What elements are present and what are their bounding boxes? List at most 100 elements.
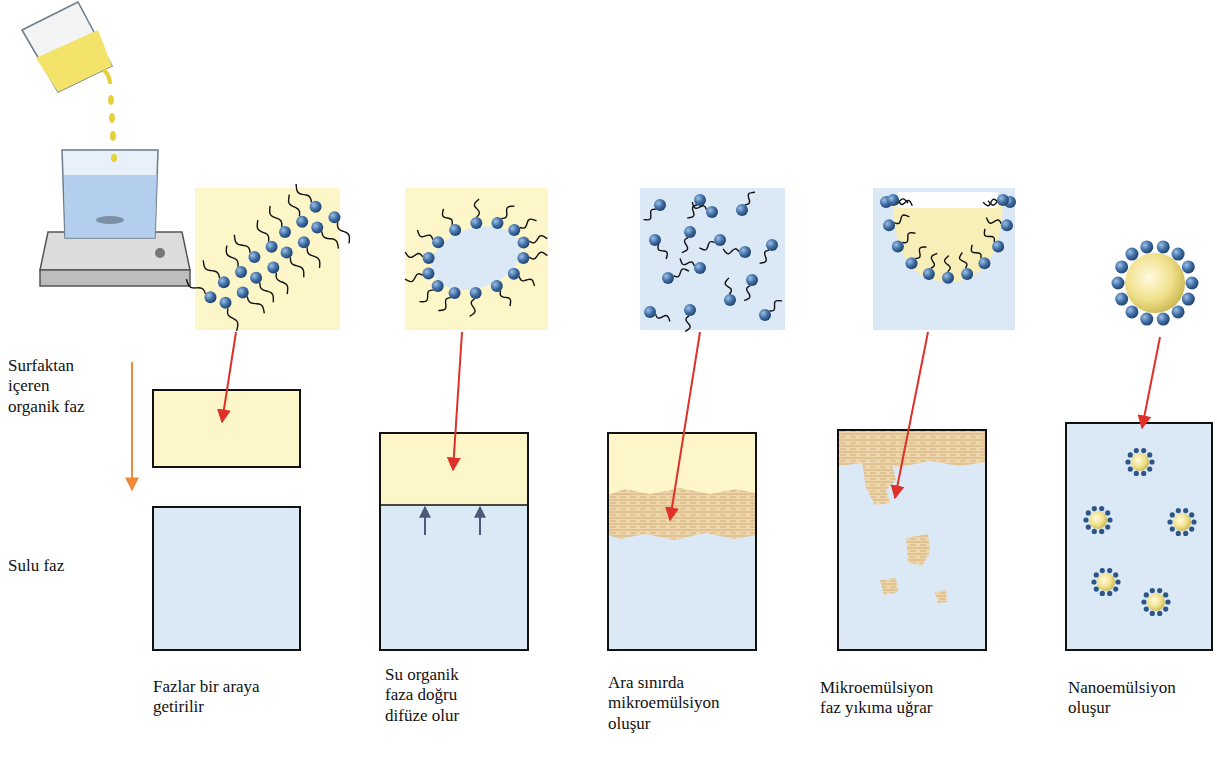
- surfactant-head: [1150, 611, 1155, 616]
- surfactant-head: [694, 194, 706, 206]
- surfactant-tail: [296, 184, 311, 203]
- surfactant-tail: [769, 301, 782, 311]
- flow-arrow: [131, 362, 133, 490]
- surfactant-tail: [931, 254, 938, 269]
- surfactant-head: [518, 237, 530, 249]
- surfactant-tail: [260, 282, 274, 302]
- surfactant-head: [1172, 305, 1185, 318]
- surfactant-head: [235, 266, 247, 278]
- surfactant-head: [281, 247, 293, 259]
- surfactant-head: [887, 194, 899, 206]
- surfactant-head: [1147, 466, 1152, 471]
- surfactant-head: [649, 234, 661, 246]
- surfactant-head: [328, 211, 340, 223]
- surfactant-tail: [276, 273, 288, 295]
- surfactant-head: [746, 274, 758, 286]
- surfactant-tail: [520, 219, 537, 228]
- surfactant-tail: [899, 200, 912, 205]
- surfactant-tail: [744, 286, 750, 301]
- surfactant-head: [470, 287, 482, 299]
- surfactant-head: [470, 217, 482, 229]
- surfactant-head: [1128, 466, 1133, 471]
- surfactant-tail: [289, 195, 300, 217]
- step-caption: Fazlar bir araya getirilir: [153, 677, 265, 718]
- surfactant-tail: [247, 297, 264, 314]
- surfactant-head: [1189, 512, 1194, 517]
- surfactant-head: [714, 234, 726, 246]
- oil-droplet: [1097, 573, 1115, 591]
- surfactant-head: [491, 217, 503, 229]
- surfactant-head: [1083, 517, 1088, 522]
- surfactant-head: [296, 216, 308, 228]
- surfactant-tail: [290, 257, 303, 277]
- surfactant-tail: [902, 233, 915, 243]
- surfactant-head: [1125, 248, 1138, 261]
- surfactant-head: [508, 224, 520, 236]
- surfactant-head: [942, 272, 954, 284]
- oil-droplet: [1131, 453, 1149, 471]
- surfactant-head: [684, 304, 696, 316]
- surfactant-tail: [442, 209, 452, 225]
- surfactant-tail: [234, 235, 250, 253]
- surfactant-head: [1170, 512, 1175, 517]
- surfactant-head: [662, 272, 674, 284]
- surfactant-head: [1176, 508, 1181, 513]
- surfactant-head: [517, 252, 529, 264]
- surfactant-tail: [226, 246, 238, 267]
- surfactant-tail: [203, 260, 219, 278]
- surfactant-head: [923, 268, 935, 280]
- surfactant-head: [1163, 606, 1168, 611]
- surfactant-head: [449, 287, 461, 299]
- surfactant-tail: [186, 279, 205, 294]
- surfactant-head: [432, 236, 444, 248]
- surfactant-head: [706, 206, 718, 218]
- surfactant-head: [1172, 248, 1185, 261]
- surfactant-head: [1125, 305, 1138, 318]
- surfactant-tail: [658, 245, 667, 259]
- surfactant-head: [422, 267, 434, 279]
- surfactant-head: [1107, 517, 1112, 522]
- surfactant-tail: [685, 316, 690, 332]
- surfactant-head: [1107, 568, 1112, 573]
- surfactant-head: [739, 246, 751, 258]
- surfactant-head: [1165, 599, 1170, 604]
- oil-droplet: [1147, 593, 1165, 611]
- surfactant-tail: [307, 247, 320, 268]
- surfactant-head: [432, 280, 444, 292]
- surfactant-tail: [915, 247, 926, 259]
- surfactant-head: [266, 241, 278, 253]
- phase-label: Surfaktan içeren organik faz: [8, 356, 100, 417]
- surfactant-tail: [986, 217, 1001, 223]
- surfactant-head: [250, 272, 262, 284]
- surfactant-tail: [322, 231, 339, 248]
- surfactant-head: [1094, 572, 1099, 577]
- surfactant-head: [423, 252, 435, 264]
- surfactant-head: [1105, 524, 1110, 529]
- surfactant-head: [220, 297, 232, 309]
- surfactant-head: [1086, 524, 1091, 529]
- surfactant-head: [311, 221, 323, 233]
- surfactant-head: [1186, 277, 1199, 290]
- phase-boxes: [153, 390, 1212, 650]
- surfactant-tail: [337, 222, 349, 243]
- surfactant-head: [267, 261, 279, 273]
- surfactant-head: [1167, 519, 1172, 524]
- surfactant-head: [1157, 611, 1162, 616]
- surfactant-head: [724, 294, 736, 306]
- surfactant-tail: [656, 314, 670, 321]
- surfactant-head: [1134, 471, 1139, 476]
- surfactant-tail: [760, 250, 769, 263]
- surfactant-tail: [228, 308, 238, 331]
- surfactant-tail: [438, 298, 451, 311]
- surfactant-head: [1100, 591, 1105, 596]
- surfactant-tail: [419, 290, 433, 302]
- surfactant-tail: [643, 209, 655, 220]
- surfactant-head: [906, 257, 918, 269]
- surfactant-head: [1189, 526, 1194, 531]
- surfactant-tail: [470, 299, 475, 316]
- step-caption: Mikroemülsiyon faz yıkıma uğrar: [820, 678, 956, 719]
- surfactant-head: [1182, 260, 1195, 273]
